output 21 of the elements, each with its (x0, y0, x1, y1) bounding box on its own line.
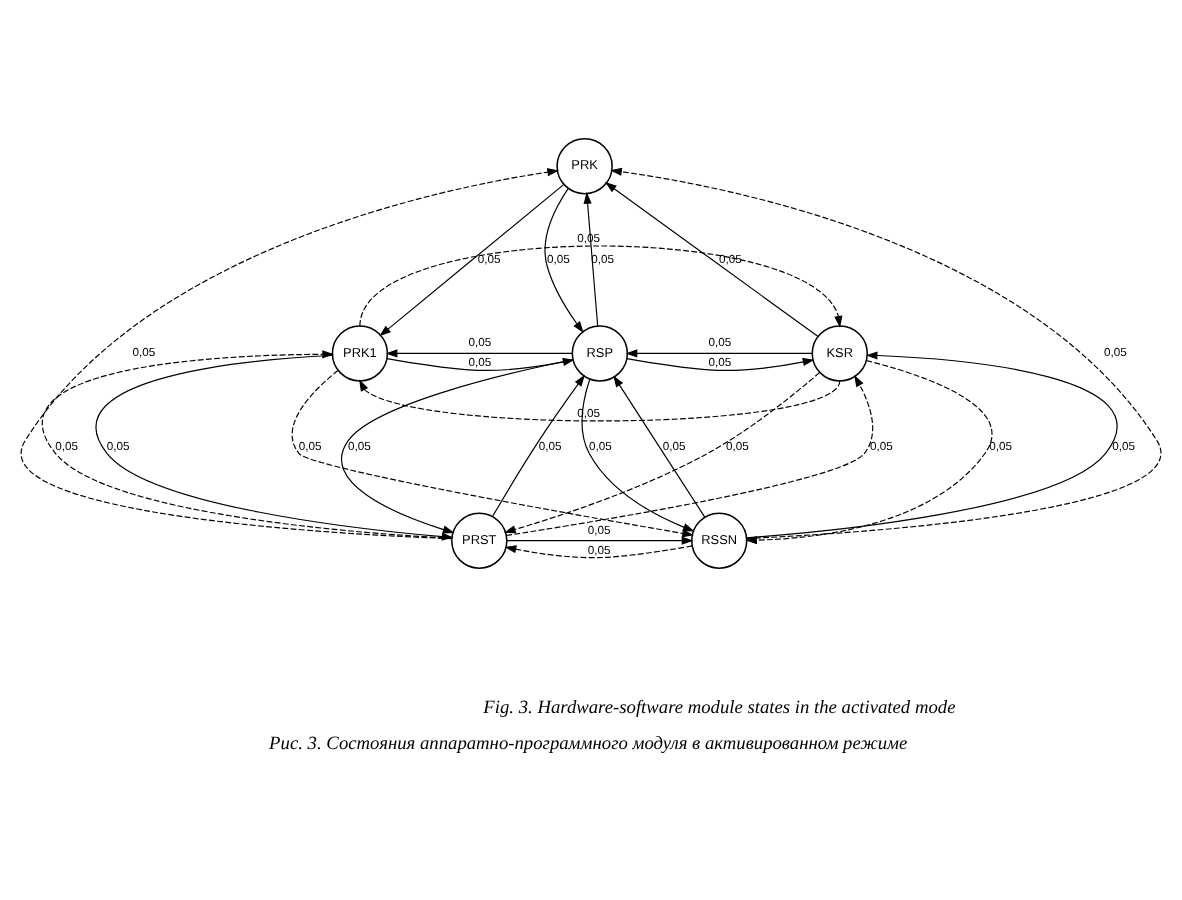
arrow (610, 167, 1161, 540)
arrow (506, 536, 694, 545)
caption: Рис. 3. Состояния аппаратно-программного модуля в активированном режиме (269, 735, 908, 756)
arrow (492, 374, 585, 518)
arrow (359, 245, 843, 328)
arrow (544, 188, 584, 333)
arrow (379, 183, 565, 337)
arrow (613, 375, 706, 518)
arrow (503, 372, 821, 534)
arrow (359, 379, 841, 422)
arrow (504, 545, 693, 559)
label: Fig. 3. Hardware-software module states in the activated mode (483, 699, 956, 720)
arrow (746, 351, 1117, 539)
arrow (604, 182, 819, 337)
arrow (291, 369, 694, 538)
arrow (385, 349, 573, 358)
arrow (626, 358, 815, 372)
arrow (505, 375, 874, 537)
arrow (625, 349, 813, 358)
arrow (583, 192, 599, 327)
arrow (581, 378, 695, 532)
